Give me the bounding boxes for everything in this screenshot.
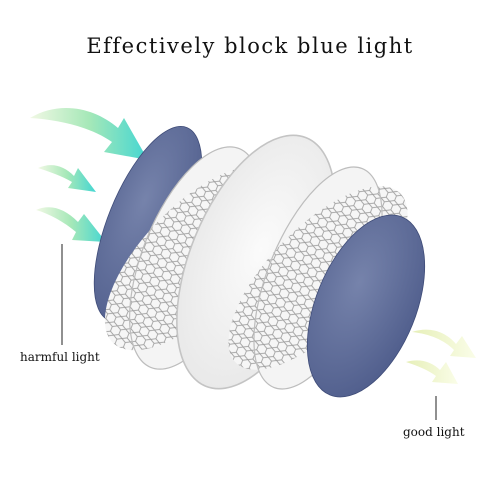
good-light-label: good light bbox=[403, 425, 465, 439]
diagram-title: Effectively block blue light bbox=[86, 34, 414, 58]
harmful-light-arrow-bottom bbox=[36, 207, 106, 242]
good-light-arrow-top bbox=[412, 329, 476, 358]
harmful-light-label: harmful light bbox=[20, 350, 100, 364]
harmful-light-arrow-middle bbox=[38, 165, 96, 192]
good-light-arrow-bottom bbox=[406, 360, 458, 384]
harmful-light-arrow-top bbox=[30, 107, 148, 160]
blue-filter-layer-back bbox=[306, 214, 426, 398]
